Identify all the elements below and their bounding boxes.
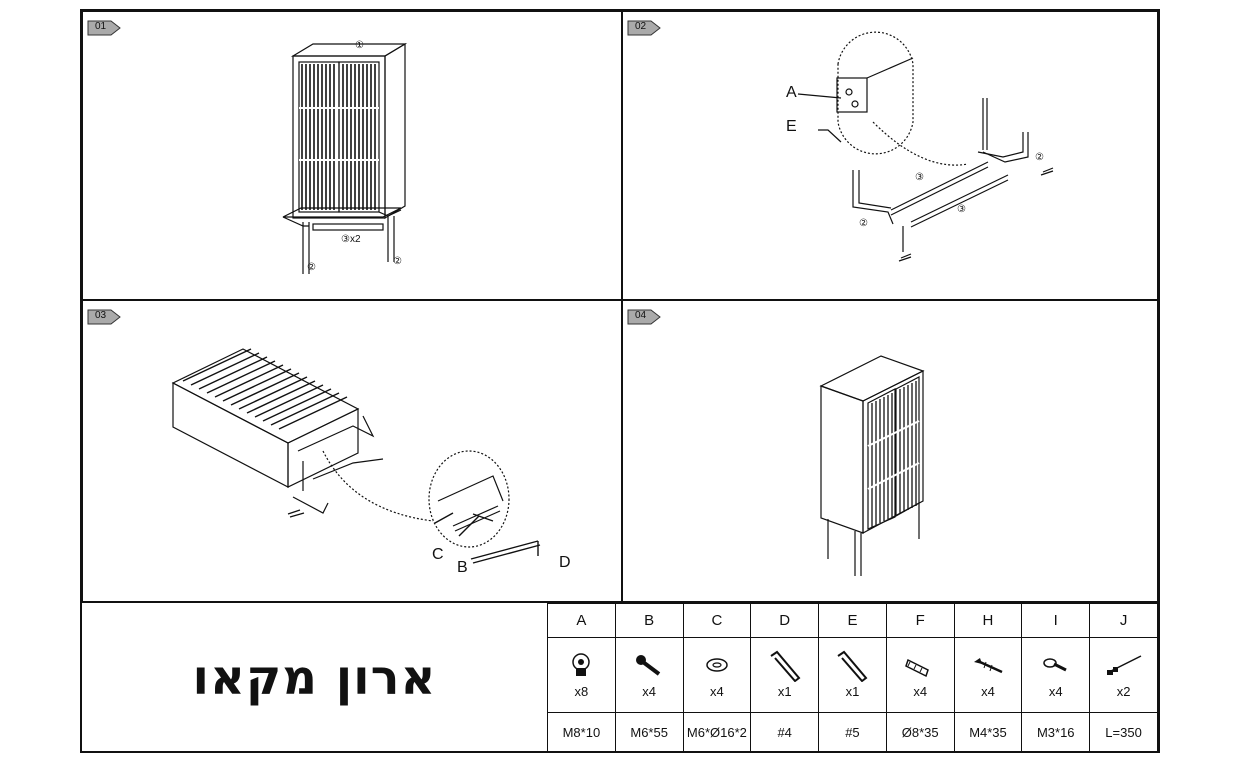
callout-leg-left: ② bbox=[859, 218, 868, 229]
short-screw-icon bbox=[1042, 658, 1067, 672]
hardware-letter: J bbox=[1089, 603, 1158, 638]
step-panel-3: 03 bbox=[82, 300, 622, 602]
hardware-size: M3*16 bbox=[1021, 712, 1091, 752]
callout-rail: ③x2 bbox=[341, 234, 361, 245]
hardware-table: A B C D E F H I J x8 x4 bbox=[547, 603, 1158, 752]
callout-leg-left: ② bbox=[307, 262, 316, 273]
hardware-letter: E bbox=[818, 603, 887, 638]
hardware-qty: x4 bbox=[642, 684, 657, 699]
step-panel-2: 02 bbox=[622, 11, 1158, 300]
step-number: 04 bbox=[635, 310, 647, 321]
hardware-letter: B bbox=[614, 603, 684, 638]
hardware-size: M4*35 bbox=[953, 712, 1023, 752]
hardware-size: #4 bbox=[750, 712, 820, 752]
callout-c: C bbox=[432, 546, 444, 563]
hardware-qty: x4 bbox=[710, 684, 724, 699]
anti-tip-strap-icon bbox=[1106, 655, 1141, 675]
base-frame-assembly-illustration bbox=[797, 31, 1054, 262]
hardware-qty: x1 bbox=[845, 684, 860, 699]
cabinet-exploded-illustration bbox=[282, 42, 408, 274]
step-arrow-icon bbox=[627, 309, 661, 325]
hardware-icon-row: x8 x4 x4 x1 x1 bbox=[547, 637, 1158, 713]
hardware-qty: x4 bbox=[981, 684, 995, 699]
hardware-letter: D bbox=[750, 603, 820, 638]
callout-d: D bbox=[559, 554, 571, 571]
callout-rail-1: ③ bbox=[915, 172, 924, 183]
washer-icon bbox=[706, 658, 728, 672]
step-arrow-icon bbox=[87, 20, 121, 36]
step-arrow-icon bbox=[627, 20, 661, 36]
hardware-size: M6*Ø16*2 bbox=[682, 712, 752, 752]
hardware-size: Ø8*35 bbox=[885, 712, 955, 752]
step-panel-1: 01 bbox=[82, 11, 622, 300]
callout-cabinet: ① bbox=[355, 40, 364, 51]
bolt-head-icon bbox=[572, 653, 591, 676]
wall-plug-icon bbox=[905, 658, 930, 678]
hardware-cell: x4 bbox=[1021, 637, 1091, 713]
hardware-qty: x2 bbox=[1116, 684, 1131, 699]
hardware-size: #5 bbox=[818, 712, 887, 752]
callout-leg-right: ② bbox=[1035, 152, 1044, 163]
step-number: 02 bbox=[635, 21, 647, 32]
hardware-letter: A bbox=[547, 603, 616, 638]
callout-b: B bbox=[457, 559, 468, 576]
hardware-qty: x1 bbox=[777, 684, 792, 699]
bolt-icon bbox=[636, 655, 661, 676]
hardware-letter-row: A B C D E F H I J bbox=[547, 603, 1158, 638]
hardware-cell: x8 bbox=[547, 637, 616, 713]
step-number: 01 bbox=[95, 21, 107, 32]
cabinet-lying-attach-base-illustration bbox=[171, 348, 541, 564]
step-arrow-icon bbox=[87, 309, 121, 325]
hardware-qty: x8 bbox=[574, 684, 589, 699]
allen-key-icon bbox=[837, 650, 868, 682]
hardware-size: M8*10 bbox=[547, 712, 616, 752]
title-area: ארון מקאו bbox=[82, 603, 548, 752]
callout-a: A bbox=[786, 84, 797, 101]
step-panel-4: 04 bbox=[622, 300, 1158, 602]
hardware-letter: I bbox=[1021, 603, 1091, 638]
callout-leg-right: ② bbox=[393, 256, 402, 267]
hardware-size: M6*55 bbox=[614, 712, 684, 752]
hardware-letter: C bbox=[682, 603, 752, 638]
hardware-letter: F bbox=[885, 603, 955, 638]
callout-rail-2: ③ bbox=[957, 204, 966, 215]
wood-screw-icon bbox=[973, 658, 1003, 674]
hardware-cell: x4 bbox=[682, 637, 752, 713]
step-badge-1: 01 bbox=[87, 20, 121, 36]
instruction-sheet: 01 bbox=[80, 9, 1160, 753]
hardware-cell: x1 bbox=[750, 637, 820, 713]
hardware-cell: x1 bbox=[818, 637, 887, 713]
hardware-cell: x2 bbox=[1089, 637, 1158, 713]
callout-e: E bbox=[786, 118, 797, 135]
assembled-cabinet-illustration bbox=[819, 355, 925, 576]
step-badge-2: 02 bbox=[627, 20, 661, 36]
hardware-size: L=350 bbox=[1089, 712, 1158, 752]
hardware-letter: H bbox=[953, 603, 1023, 638]
step-number: 03 bbox=[95, 310, 107, 321]
allen-key-icon bbox=[770, 650, 801, 682]
product-title: ארון מקאו bbox=[192, 649, 437, 706]
parts-section: ארון מקאו A B C D E F H I J x8 bbox=[82, 602, 1158, 752]
step-badge-4: 04 bbox=[627, 309, 661, 325]
hardware-qty: x4 bbox=[1048, 684, 1063, 699]
hardware-cell: x4 bbox=[953, 637, 1023, 713]
step-badge-3: 03 bbox=[87, 309, 121, 325]
hardware-cell: x4 bbox=[885, 637, 955, 713]
hardware-size-row: M8*10 M6*55 M6*Ø16*2 #4 #5 Ø8*35 M4*35 M… bbox=[547, 712, 1158, 752]
hardware-cell: x4 bbox=[614, 637, 684, 713]
hardware-qty: x4 bbox=[913, 684, 928, 699]
